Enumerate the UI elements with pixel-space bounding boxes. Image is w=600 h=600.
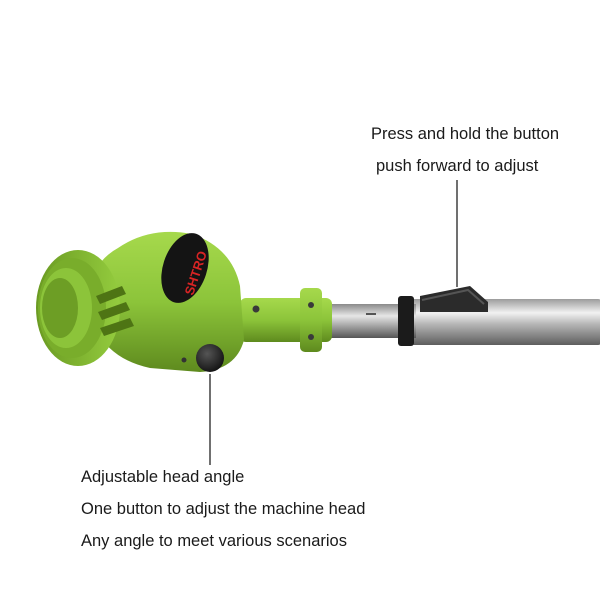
callout-top-line-1: Press and hold the button [371, 125, 560, 143]
callout-bottom-line-3: Any angle to meet various scenarios [81, 532, 347, 550]
vent-slots [96, 286, 134, 336]
callout-bottom-line-2: One button to adjust the machine head [81, 500, 366, 518]
shaft-collar [398, 296, 414, 346]
head-adjust-button [196, 344, 224, 372]
callout-top-line-2: push forward to adjust [376, 157, 539, 175]
logo-badge [161, 233, 209, 303]
callout-bottom-line-1: Adjustable head angle [81, 468, 245, 486]
